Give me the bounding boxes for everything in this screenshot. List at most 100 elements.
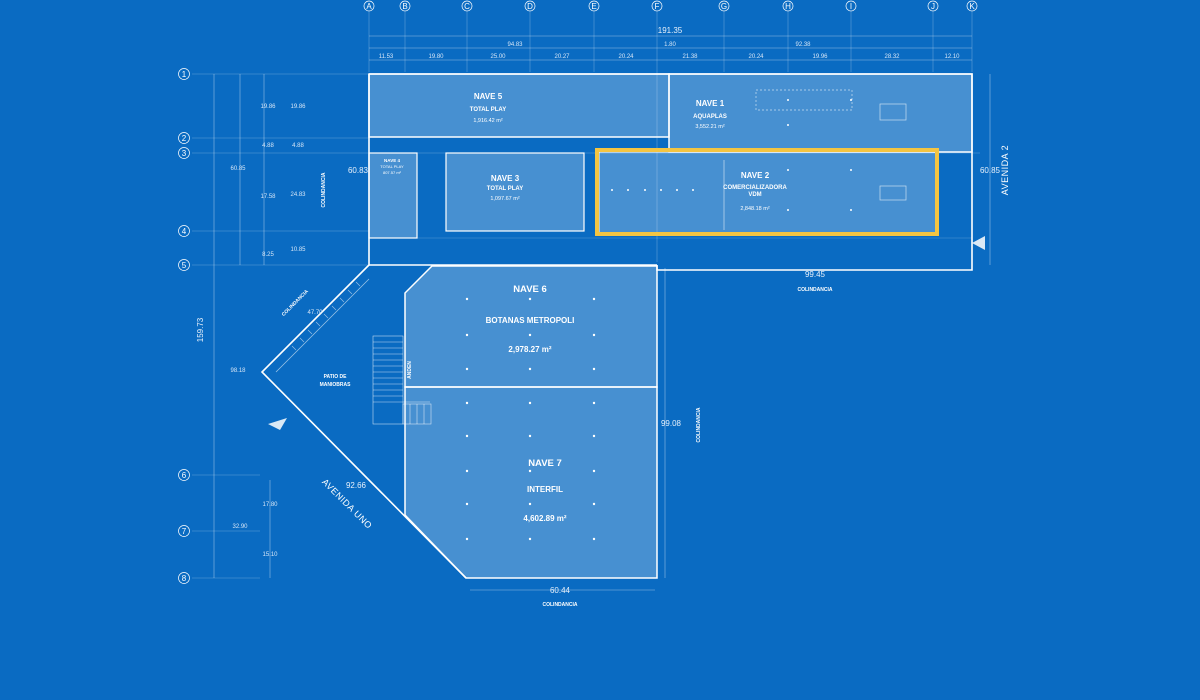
colindancia-diag: COLINDANCIA — [281, 289, 310, 318]
nave-6-tenant: BOTANAS METROPOLI — [486, 316, 575, 325]
parking-stripes — [291, 281, 361, 351]
dim-top-mid: 1.80 — [664, 42, 676, 48]
north-arrow-icon — [268, 418, 287, 430]
row-dims-b: 19.86 4.88 24.83 10.85 — [290, 104, 306, 253]
site-outline — [260, 73, 973, 579]
row-dim: 24.83 — [290, 192, 306, 198]
nave-4-block[interactable] — [368, 152, 418, 239]
dim-left-upper: 60.85 — [230, 166, 246, 172]
nave-2-tenant-2: VDM — [748, 192, 761, 198]
dim-seg: 28.32 — [884, 54, 900, 60]
grid-column-labels: A B C D E F G H I J K — [363, 0, 978, 12]
patio-label-2: MANIOBRAS — [320, 382, 351, 388]
access-arrow-icon — [972, 236, 985, 250]
street-avenida-2: AVENIDA 2 — [1000, 145, 1010, 195]
nave-7-block[interactable] — [404, 386, 658, 579]
nave-1-labels: NAVE 1 AQUAPLAS 3,552.21 m² — [693, 99, 727, 130]
dim-seg: 12.10 — [944, 54, 960, 60]
dim-seg: 19.80 — [428, 54, 444, 60]
nave-6-area: 2,978.27 m² — [508, 345, 551, 354]
dim-seg: 19.96 — [812, 54, 828, 60]
nave-2-area: 2,848.18 m² — [740, 206, 770, 212]
nave-6-labels: NAVE 6 BOTANAS METROPOLI 2,978.27 m² — [486, 284, 575, 354]
nave-5-tenant: TOTAL PLAY — [470, 107, 506, 113]
nave-5-area: 1,916.42 m² — [473, 118, 503, 124]
ramp-stairs — [372, 335, 432, 425]
row-dim: 32.90 — [232, 524, 248, 530]
dimension-lines — [213, 35, 991, 591]
grid-row-7: 7 — [182, 527, 187, 536]
nave-4-tenant: TOTAL PLAY — [380, 164, 404, 169]
nave-7-title: NAVE 7 — [528, 458, 562, 469]
row-dim: 17.80 — [262, 502, 278, 508]
row-dim: 4.88 — [262, 143, 274, 149]
nave-3-labels: NAVE 3 TOTAL PLAY 1,097.67 m² — [487, 174, 523, 202]
grid-col-a: A — [366, 2, 372, 11]
dim-seg: 20.24 — [618, 54, 634, 60]
nave-1-area: 3,552.21 m² — [695, 124, 725, 130]
dim-right-60-85: 60.85 — [980, 166, 1001, 175]
nave-5-labels: NAVE 5 TOTAL PLAY 1,916.42 m² — [470, 92, 506, 124]
nave-4-title: NAVE 4 — [384, 158, 400, 163]
buildings — [368, 73, 973, 579]
dim-top-right: 92.38 — [795, 42, 811, 48]
nave-3-block[interactable] — [445, 152, 585, 232]
nave-6-title: NAVE 6 — [513, 284, 547, 295]
nave-1-tenant: AQUAPLAS — [693, 114, 727, 120]
grid-col-j: J — [931, 2, 935, 11]
row-dim: 15.10 — [262, 552, 278, 558]
nave-2-title: NAVE 2 — [741, 171, 770, 180]
dim-diag-92-66: 92.66 — [346, 481, 367, 490]
nave-1-block[interactable] — [668, 73, 973, 153]
grid-row-3: 3 — [182, 149, 187, 158]
grid-row-4: 4 — [182, 227, 187, 236]
colindancia-right-bottom: COLINDANCIA — [798, 287, 833, 293]
anden-label: ANDEN — [407, 361, 413, 379]
nave-2-highlight — [595, 148, 939, 236]
colindancia-bottom: COLINDANCIA — [543, 602, 578, 608]
nave-3-title: NAVE 3 — [491, 174, 520, 183]
row-dim: 19.86 — [260, 104, 276, 110]
grid-row-2: 2 — [182, 134, 187, 143]
grid-col-k: K — [969, 2, 975, 11]
colindancia-right: COLINDANCIA — [696, 407, 702, 442]
grid-col-g: G — [721, 2, 727, 11]
row-dim: 10.85 — [290, 247, 306, 253]
nave-7-tenant: INTERFIL — [527, 485, 563, 494]
grid-col-c: C — [464, 2, 470, 11]
grid-row-6: 6 — [182, 471, 187, 480]
grid-col-b: B — [402, 2, 407, 11]
colindancia-left: COLINDANCIA — [321, 172, 327, 207]
dim-inner-60-83: 60.83 — [348, 166, 369, 175]
row-dim: 17.58 — [260, 194, 276, 200]
nave-7-labels: NAVE 7 INTERFIL 4,602.89 m² — [523, 458, 566, 523]
nave-3-area: 1,097.67 m² — [490, 196, 520, 202]
grid-row-8: 8 — [182, 574, 187, 583]
dim-top-segments: 11.53 19.80 25.00 20.27 20.24 21.38 20.2… — [379, 54, 960, 60]
dim-seg: 25.00 — [490, 54, 506, 60]
dim-seg: 20.27 — [554, 54, 570, 60]
row-dims-a: 19.86 4.88 17.58 8.25 — [260, 104, 276, 258]
nave-5-block[interactable] — [368, 73, 670, 138]
dim-seg: 20.24 — [748, 54, 764, 60]
nave-2-block[interactable] — [598, 151, 937, 235]
dim-seg: 11.53 — [379, 54, 394, 60]
dim-top-left: 94.83 — [507, 42, 523, 48]
nave-1-interior — [723, 89, 907, 230]
grid-row-1: 1 — [182, 70, 187, 79]
patio-label-1: PATIO DE — [324, 374, 348, 380]
dim-left-total: 159.73 — [196, 317, 205, 342]
row-dim: 8.25 — [262, 252, 274, 258]
dim-v-99-08: 99.08 — [661, 419, 682, 428]
nave-2-labels: NAVE 2 COMERCIALIZADORA VDM 2,848.18 m² — [723, 171, 787, 212]
row-dim: 19.86 — [290, 104, 306, 110]
dim-top-total: 191.35 — [658, 26, 683, 35]
grid-col-h: H — [785, 2, 791, 11]
dim-bottom-99-45: 99.45 — [805, 270, 826, 279]
grid-row-labels: 1 2 3 4 5 6 7 8 — [178, 68, 190, 584]
nave-7-area: 4,602.89 m² — [523, 514, 566, 523]
column-dots — [465, 99, 852, 541]
grid-col-e: E — [591, 2, 596, 11]
dim-bottom-60-44: 60.44 — [550, 586, 571, 595]
